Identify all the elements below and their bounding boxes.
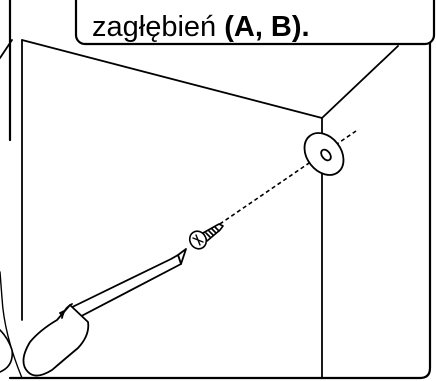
screwdriver-icon	[0, 248, 187, 377]
caption-text: zagłębień (A, B).	[92, 9, 310, 45]
caption-text-bold: (A, B).	[224, 11, 310, 43]
illustration-frame	[8, 0, 432, 380]
washer-icon	[303, 132, 345, 176]
caption-box	[74, 0, 436, 46]
caption-text-plain: zagłębień	[92, 11, 225, 43]
screw-icon	[188, 223, 224, 250]
